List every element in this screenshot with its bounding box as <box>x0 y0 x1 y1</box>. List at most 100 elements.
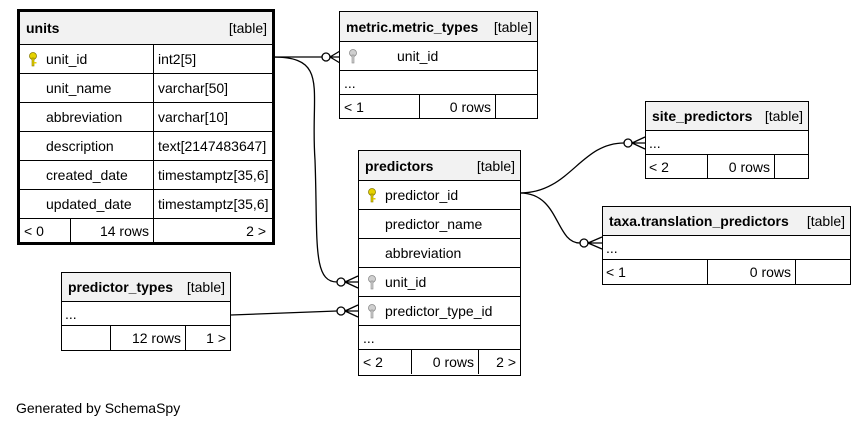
column-name: updated_date <box>46 196 132 212</box>
table-metric-types[interactable]: metric.metric_types [table] unit_id ... … <box>339 11 538 119</box>
crowfoot-icon <box>344 275 359 289</box>
table-footer: < 0 14 rows 2 > <box>20 219 272 243</box>
column-row[interactable]: created_date timestamptz[35,6] <box>20 161 272 190</box>
children-count[interactable]: 2 > <box>246 223 266 239</box>
primary-key-icon <box>28 51 42 67</box>
link-end-circle <box>336 277 346 287</box>
table-predictors[interactable]: predictors [table] predictor_id predicto… <box>358 150 521 376</box>
row-count: 0 rows <box>432 354 474 370</box>
more-columns: ... <box>603 236 850 260</box>
column-name: unit_id <box>46 51 88 67</box>
crowfoot-icon <box>344 304 359 318</box>
column-name: unit_id <box>385 274 427 290</box>
generated-by-label: Generated by SchemaSpy <box>16 400 181 416</box>
table-name: predictors <box>365 157 434 174</box>
column-row[interactable]: abbreviation <box>359 239 520 268</box>
row-count: 12 rows <box>131 330 181 346</box>
link-predictors-site-predictors <box>519 142 625 194</box>
column-row[interactable]: predictor_type_id <box>359 297 520 326</box>
column-row[interactable]: updated_date timestamptz[35,6] <box>20 190 272 219</box>
children-count[interactable]: 2 > <box>496 354 516 370</box>
table-kind: [table] <box>764 108 803 124</box>
table-name: taxa.translation_predictors <box>609 213 789 229</box>
table-units[interactable]: units [table] unit_id int2[5] unit_name … <box>17 9 275 245</box>
more-columns: ... <box>340 71 537 95</box>
table-footer: 12 rows 1 > <box>62 326 230 350</box>
column-name: abbreviation <box>385 245 462 261</box>
row-count: 0 rows <box>449 98 491 115</box>
table-kind: [table] <box>186 279 225 295</box>
column-row[interactable]: unit_id <box>359 268 520 297</box>
column-name: description <box>46 138 114 154</box>
column-row[interactable]: unit_id <box>340 42 537 71</box>
column-row[interactable]: predictor_id <box>359 181 520 210</box>
primary-key-icon <box>367 187 381 203</box>
column-row[interactable]: unit_name varchar[50] <box>20 74 272 103</box>
column-type: varchar[10] <box>158 109 229 125</box>
column-name: unit_id <box>397 48 439 64</box>
parents-count[interactable]: < 1 <box>606 264 626 280</box>
table-kind: [table] <box>476 157 515 174</box>
link-predictors-translation-predictors <box>519 192 581 244</box>
table-site-predictors[interactable]: site_predictors [table] ... < 2 0 rows <box>645 101 809 179</box>
table-predictor-types[interactable]: predictor_types [table] ... 12 rows 1 > <box>61 272 231 351</box>
row-count: 14 rows <box>99 223 149 239</box>
more-columns: ... <box>62 302 230 326</box>
table-name: metric.metric_types <box>346 18 479 35</box>
table-header: taxa.translation_predictors [table] <box>603 207 850 236</box>
foreign-key-icon <box>367 274 381 290</box>
column-row[interactable]: description text[2147483647] <box>20 132 272 161</box>
crowfoot-icon <box>631 136 646 150</box>
link-end-circle <box>321 52 331 62</box>
parents-count[interactable]: < 2 <box>649 158 669 175</box>
parents-count[interactable]: < 0 <box>24 223 44 239</box>
column-row[interactable]: unit_id int2[5] <box>20 45 272 74</box>
column-name: created_date <box>46 167 128 183</box>
column-row[interactable]: predictor_name <box>359 210 520 239</box>
children-count[interactable]: 1 > <box>206 330 226 346</box>
crowfoot-icon <box>587 236 603 250</box>
column-type: varchar[50] <box>158 80 229 96</box>
column-type: int2[5] <box>158 51 197 67</box>
table-footer: < 1 0 rows <box>340 95 537 118</box>
column-name: predictor_name <box>385 216 483 232</box>
parents-count[interactable]: < 2 <box>363 354 383 370</box>
table-name: units <box>26 20 60 36</box>
more-columns: ... <box>359 326 520 350</box>
table-footer: < 1 0 rows <box>603 260 850 284</box>
more-columns: ... <box>646 131 808 155</box>
column-row[interactable]: abbreviation varchar[10] <box>20 103 272 132</box>
table-footer: < 2 0 rows <box>646 155 808 178</box>
column-name: unit_name <box>46 80 112 96</box>
table-kind: [table] <box>493 18 532 35</box>
table-header: predictor_types [table] <box>62 273 230 302</box>
table-header: site_predictors [table] <box>646 102 808 131</box>
link-end-circle <box>579 238 589 248</box>
column-type: timestamptz[35,6] <box>158 167 269 183</box>
link-end-circle <box>623 138 633 148</box>
row-count: 0 rows <box>728 158 770 175</box>
row-count: 0 rows <box>749 264 791 280</box>
crowfoot-icon <box>329 50 341 64</box>
parents-count[interactable]: < 1 <box>344 98 364 115</box>
link-predictor-types-predictors <box>230 310 338 316</box>
table-translation-predictors[interactable]: taxa.translation_predictors [table] ... … <box>602 206 851 285</box>
foreign-key-icon <box>348 48 362 64</box>
column-type: text[2147483647] <box>158 138 267 154</box>
table-footer: < 2 0 rows 2 > <box>359 350 520 374</box>
table-kind: [table] <box>806 213 845 229</box>
link-units-predictors <box>272 56 338 283</box>
table-header: predictors [table] <box>359 151 520 181</box>
table-header: units [table] <box>20 12 272 45</box>
link-end-circle <box>336 306 346 316</box>
table-name: predictor_types <box>68 279 174 295</box>
column-type: timestamptz[35,6] <box>158 196 269 212</box>
table-name: site_predictors <box>652 108 753 124</box>
table-kind: [table] <box>228 20 267 36</box>
table-header: metric.metric_types [table] <box>340 12 537 42</box>
column-name: predictor_type_id <box>385 303 493 319</box>
column-name: abbreviation <box>46 109 123 125</box>
foreign-key-icon <box>367 303 381 319</box>
column-name: predictor_id <box>385 187 459 203</box>
